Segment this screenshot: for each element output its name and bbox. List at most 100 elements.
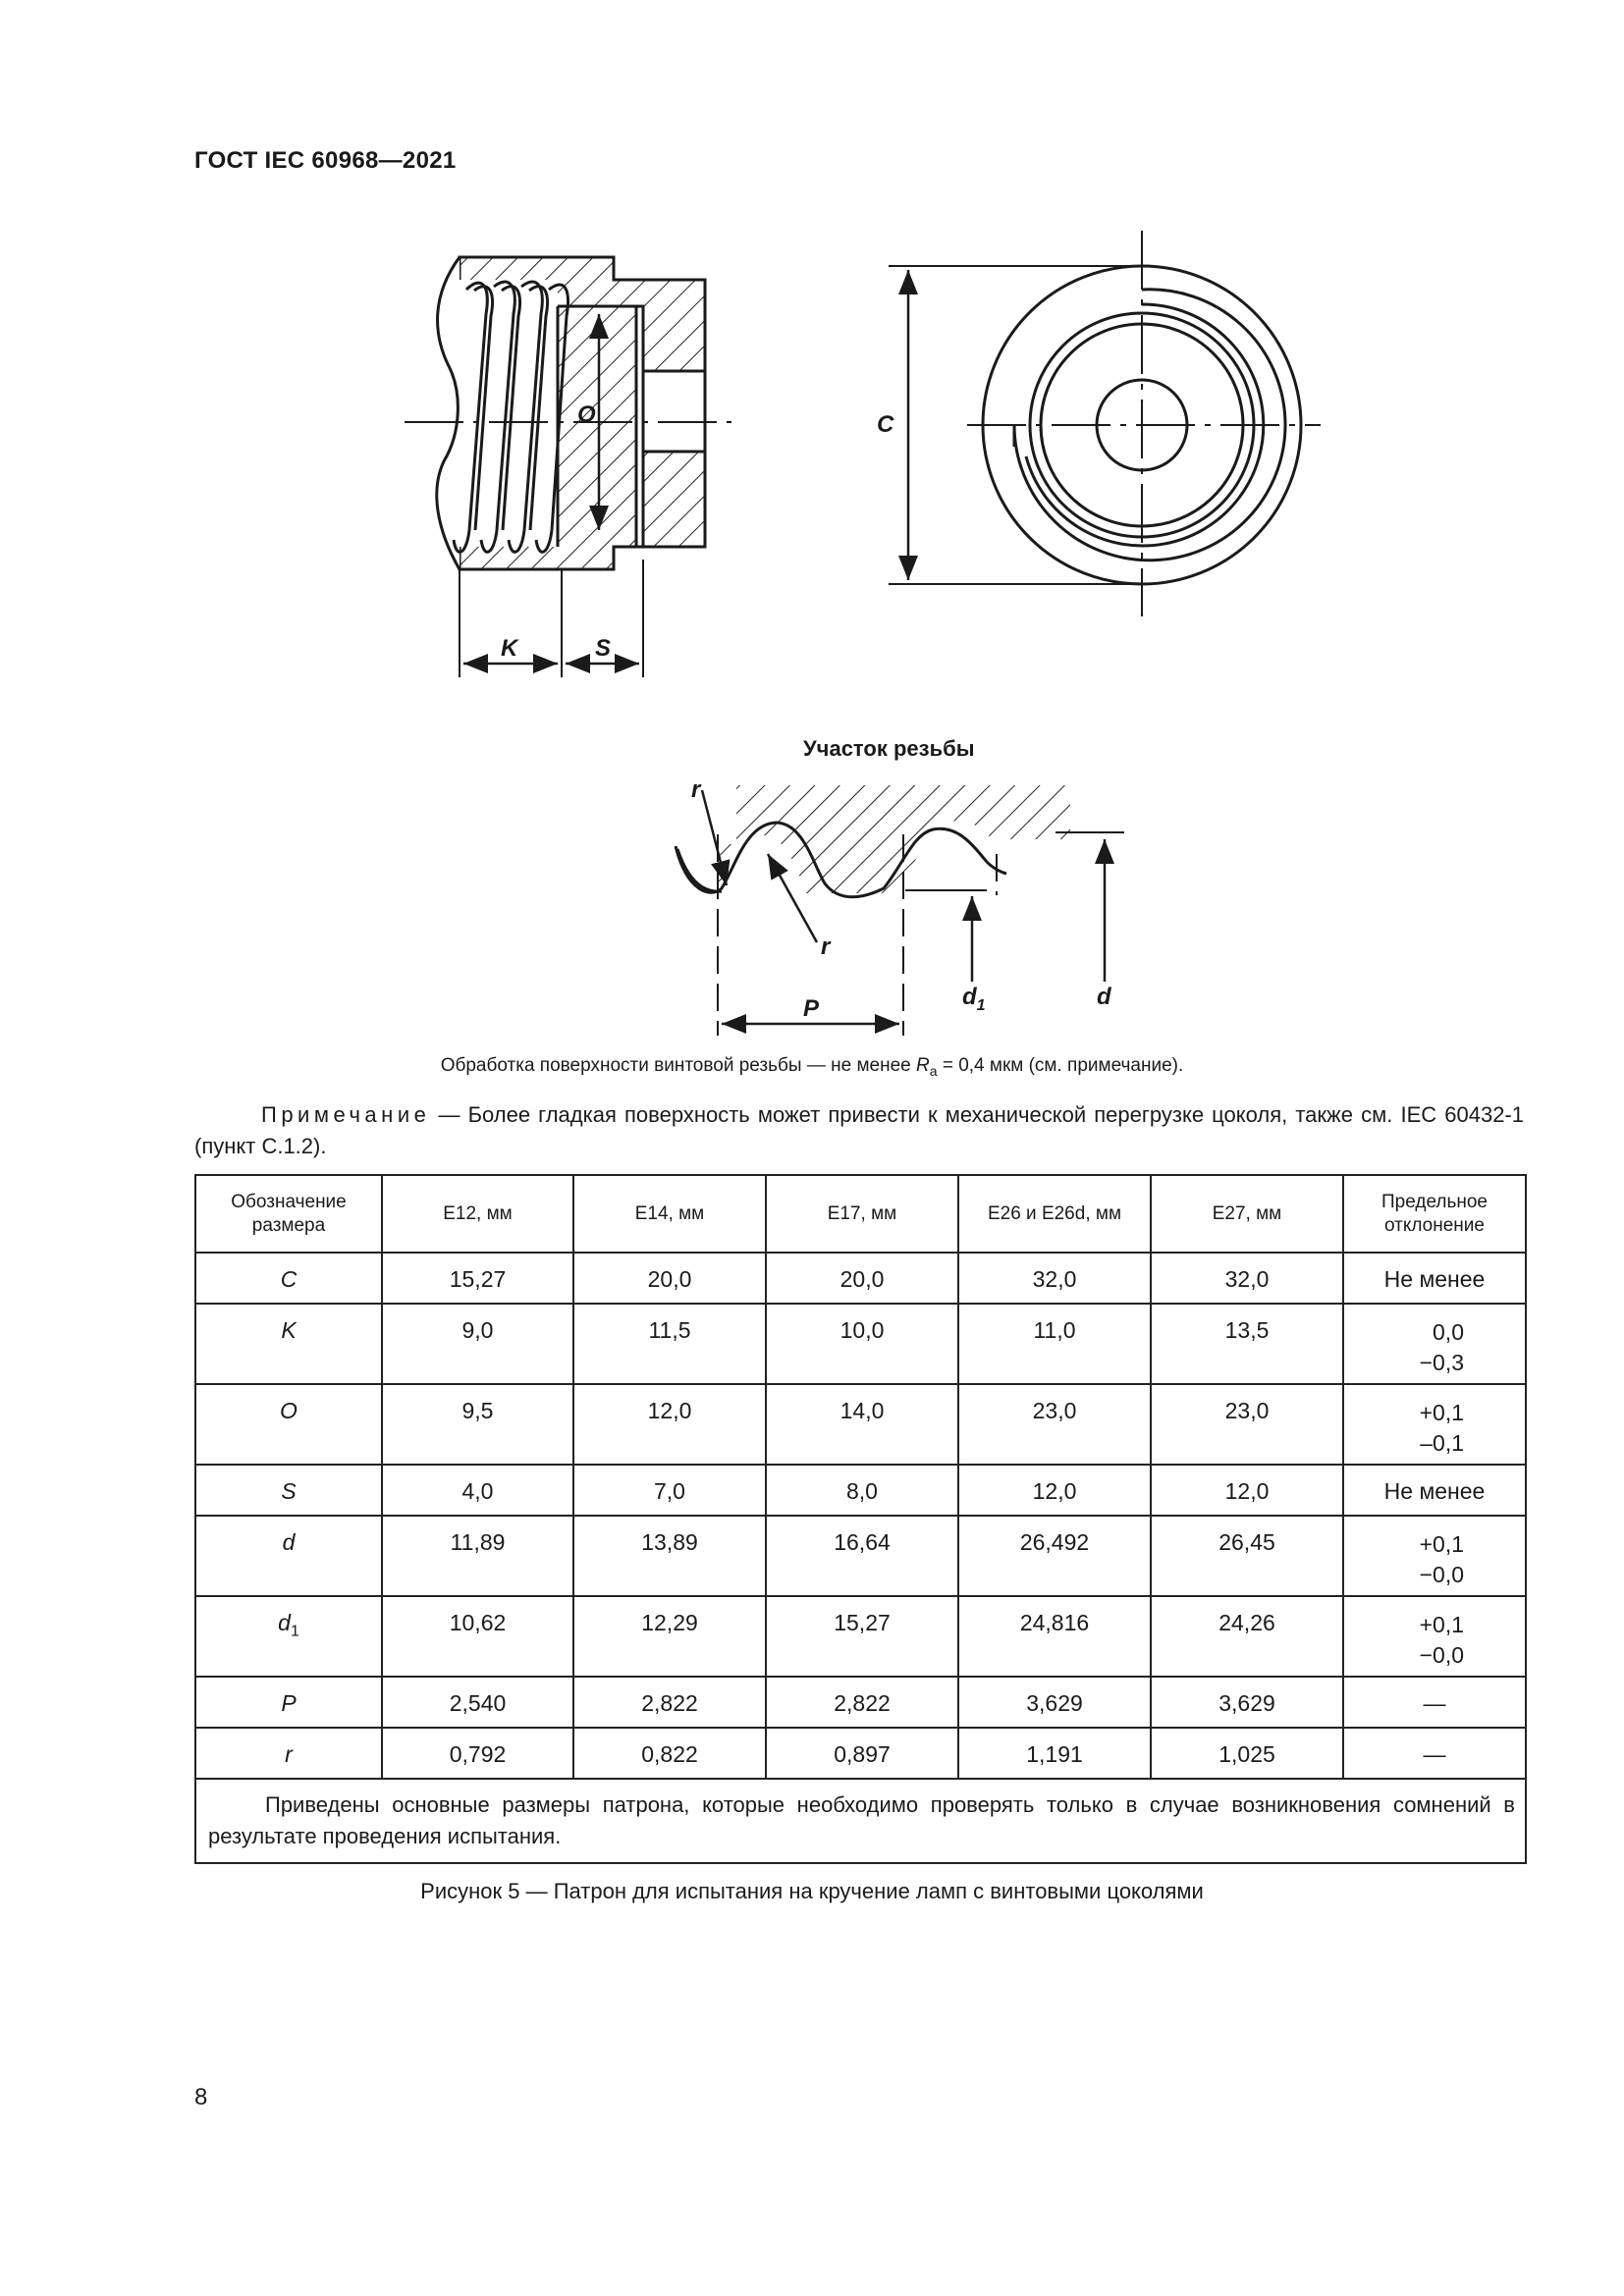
cell-e26: 3,629 <box>957 1676 1152 1729</box>
table-note: Приведены основные размеры патрона, кото… <box>194 1778 1527 1864</box>
page-number: 8 <box>194 2084 208 2110</box>
cell-e12: 15,27 <box>381 1252 574 1305</box>
tolerance-upper: +0,1 <box>1419 1612 1464 1637</box>
table-row: S 4,0 7,0 8,0 12,0 12,0 Не менее <box>194 1464 1527 1517</box>
cell-tolerance: Не менее <box>1342 1252 1527 1305</box>
table-note-row: Приведены основные размеры патрона, кото… <box>194 1778 1527 1864</box>
cell-tolerance: +0,1–0,1 <box>1342 1383 1527 1466</box>
cell-e17: 2,822 <box>765 1676 959 1729</box>
cell-e14: 0,822 <box>572 1727 767 1780</box>
tolerance-lower: −0,3 <box>1419 1350 1464 1375</box>
tolerance-lower: −0,0 <box>1419 1562 1464 1587</box>
cell-e12: 11,89 <box>381 1515 574 1597</box>
cell-e27: 1,025 <box>1150 1727 1344 1780</box>
cell-e26: 11,0 <box>957 1303 1152 1385</box>
front-view <box>889 231 1321 616</box>
ra-symbol: R <box>916 1055 930 1076</box>
label-K: K <box>501 635 519 662</box>
cell-e17: 10,0 <box>765 1303 959 1385</box>
surface-note-text: Обработка поверхности винтовой резьбы — … <box>440 1055 917 1076</box>
cell-tolerance: +0,1 −0,0 <box>1342 1515 1527 1597</box>
cell-e14: 13,89 <box>572 1515 767 1597</box>
cell-e14: 12,29 <box>572 1595 767 1678</box>
thread-detail <box>674 785 1124 1036</box>
dimension-symbol: d <box>194 1515 383 1597</box>
cell-tolerance: — <box>1342 1727 1527 1780</box>
cell-e14: 20,0 <box>572 1252 767 1305</box>
table-note-text: Приведены основные размеры патрона, кото… <box>208 1792 1515 1848</box>
label-O: O <box>577 401 596 428</box>
cell-e26: 23,0 <box>957 1383 1152 1466</box>
remark-text: — Более гладкая поверхность может привес… <box>194 1102 1524 1158</box>
label-C: C <box>877 411 894 438</box>
remark-paragraph: Примечание — Более гладкая поверхность м… <box>194 1099 1524 1162</box>
dimension-symbol: d1 <box>194 1595 383 1678</box>
figure-drawing: O K S C Участок резьбы <box>405 231 1321 1036</box>
label-r-bottom: r <box>821 934 832 960</box>
table-row: K 9,0 11,5 10,0 11,0 13,5 0,0 −0,3 <box>194 1303 1527 1385</box>
remark-lead: Примечание <box>261 1102 431 1127</box>
cell-e27: 24,26 <box>1150 1595 1344 1678</box>
header-designation: Обозначение размера <box>194 1174 383 1254</box>
cell-e12: 10,62 <box>381 1595 574 1678</box>
cell-e17: 15,27 <box>765 1595 959 1678</box>
tolerance-upper: +0,1 <box>1419 1400 1464 1425</box>
tolerance-upper: 0,0 <box>1433 1319 1464 1345</box>
cell-tolerance: +0,1 −0,0 <box>1342 1595 1527 1678</box>
dimension-symbol-sub: 1 <box>290 1623 299 1640</box>
cell-e12: 4,0 <box>381 1464 574 1517</box>
dimension-symbol: O <box>194 1383 383 1466</box>
label-S: S <box>595 635 611 662</box>
dimension-symbol: S <box>194 1464 383 1517</box>
dimension-symbol: K <box>194 1303 383 1385</box>
cell-tolerance: 0,0 −0,3 <box>1342 1303 1527 1385</box>
table-row: d1 10,62 12,29 15,27 24,816 24,26 +0,1 −0… <box>194 1595 1527 1678</box>
table-row: P 2,540 2,822 2,822 3,629 3,629 — <box>194 1676 1527 1729</box>
cell-e17: 0,897 <box>765 1727 959 1780</box>
cell-e12: 9,5 <box>381 1383 574 1466</box>
cell-e12: 2,540 <box>381 1676 574 1729</box>
dimension-symbol: C <box>194 1252 383 1305</box>
cell-e26: 12,0 <box>957 1464 1152 1517</box>
cell-e26: 24,816 <box>957 1595 1152 1678</box>
header-e14: Е14, мм <box>572 1174 767 1254</box>
cell-e14: 2,822 <box>572 1676 767 1729</box>
dimension-symbol: r <box>194 1727 383 1780</box>
cell-e27: 32,0 <box>1150 1252 1344 1305</box>
tolerance-upper: +0,1 <box>1419 1531 1464 1557</box>
label-d: d <box>1097 984 1112 1010</box>
cell-tolerance: Не менее <box>1342 1464 1527 1517</box>
header-e17: Е17, мм <box>765 1174 959 1254</box>
header-e26: Е26 и Е26d, мм <box>957 1174 1152 1254</box>
label-d1-main: d <box>962 984 978 1010</box>
cell-e12: 9,0 <box>381 1303 574 1385</box>
cell-e14: 12,0 <box>572 1383 767 1466</box>
surface-note-value: = 0,4 мкм (см. примечание). <box>937 1055 1184 1076</box>
cell-e26: 32,0 <box>957 1252 1152 1305</box>
cell-e26: 1,191 <box>957 1727 1152 1780</box>
cell-e17: 8,0 <box>765 1464 959 1517</box>
table-row: r 0,792 0,822 0,897 1,191 1,025 — <box>194 1727 1527 1780</box>
cell-e27: 23,0 <box>1150 1383 1344 1466</box>
table-header-row: Обозначение размера Е12, мм Е14, мм Е17,… <box>194 1174 1527 1254</box>
cell-e17: 16,64 <box>765 1515 959 1597</box>
label-r-top: r <box>691 776 702 803</box>
cell-e27: 12,0 <box>1150 1464 1344 1517</box>
document-header: ГОСТ IEC 60968—2021 <box>194 147 457 174</box>
header-e27: Е27, мм <box>1150 1174 1344 1254</box>
cell-e17: 20,0 <box>765 1252 959 1305</box>
table-row: O 9,5 12,0 14,0 23,0 23,0 +0,1–0,1 <box>194 1383 1527 1466</box>
dimension-symbol: P <box>194 1676 383 1729</box>
thread-detail-title: Участок резьбы <box>803 736 975 761</box>
cell-e12: 0,792 <box>381 1727 574 1780</box>
cell-e17: 14,0 <box>765 1383 959 1466</box>
tolerance-lower: −0,0 <box>1419 1642 1464 1668</box>
cell-e27: 26,45 <box>1150 1515 1344 1597</box>
cell-tolerance: — <box>1342 1676 1527 1729</box>
cell-e27: 13,5 <box>1150 1303 1344 1385</box>
cell-e14: 11,5 <box>572 1303 767 1385</box>
ra-subscript: a <box>929 1062 938 1079</box>
surface-finish-note: Обработка поверхности винтовой резьбы — … <box>0 1055 1624 1079</box>
dimensions-table: Обозначение размера Е12, мм Е14, мм Е17,… <box>194 1174 1527 1864</box>
label-P: P <box>803 995 820 1022</box>
